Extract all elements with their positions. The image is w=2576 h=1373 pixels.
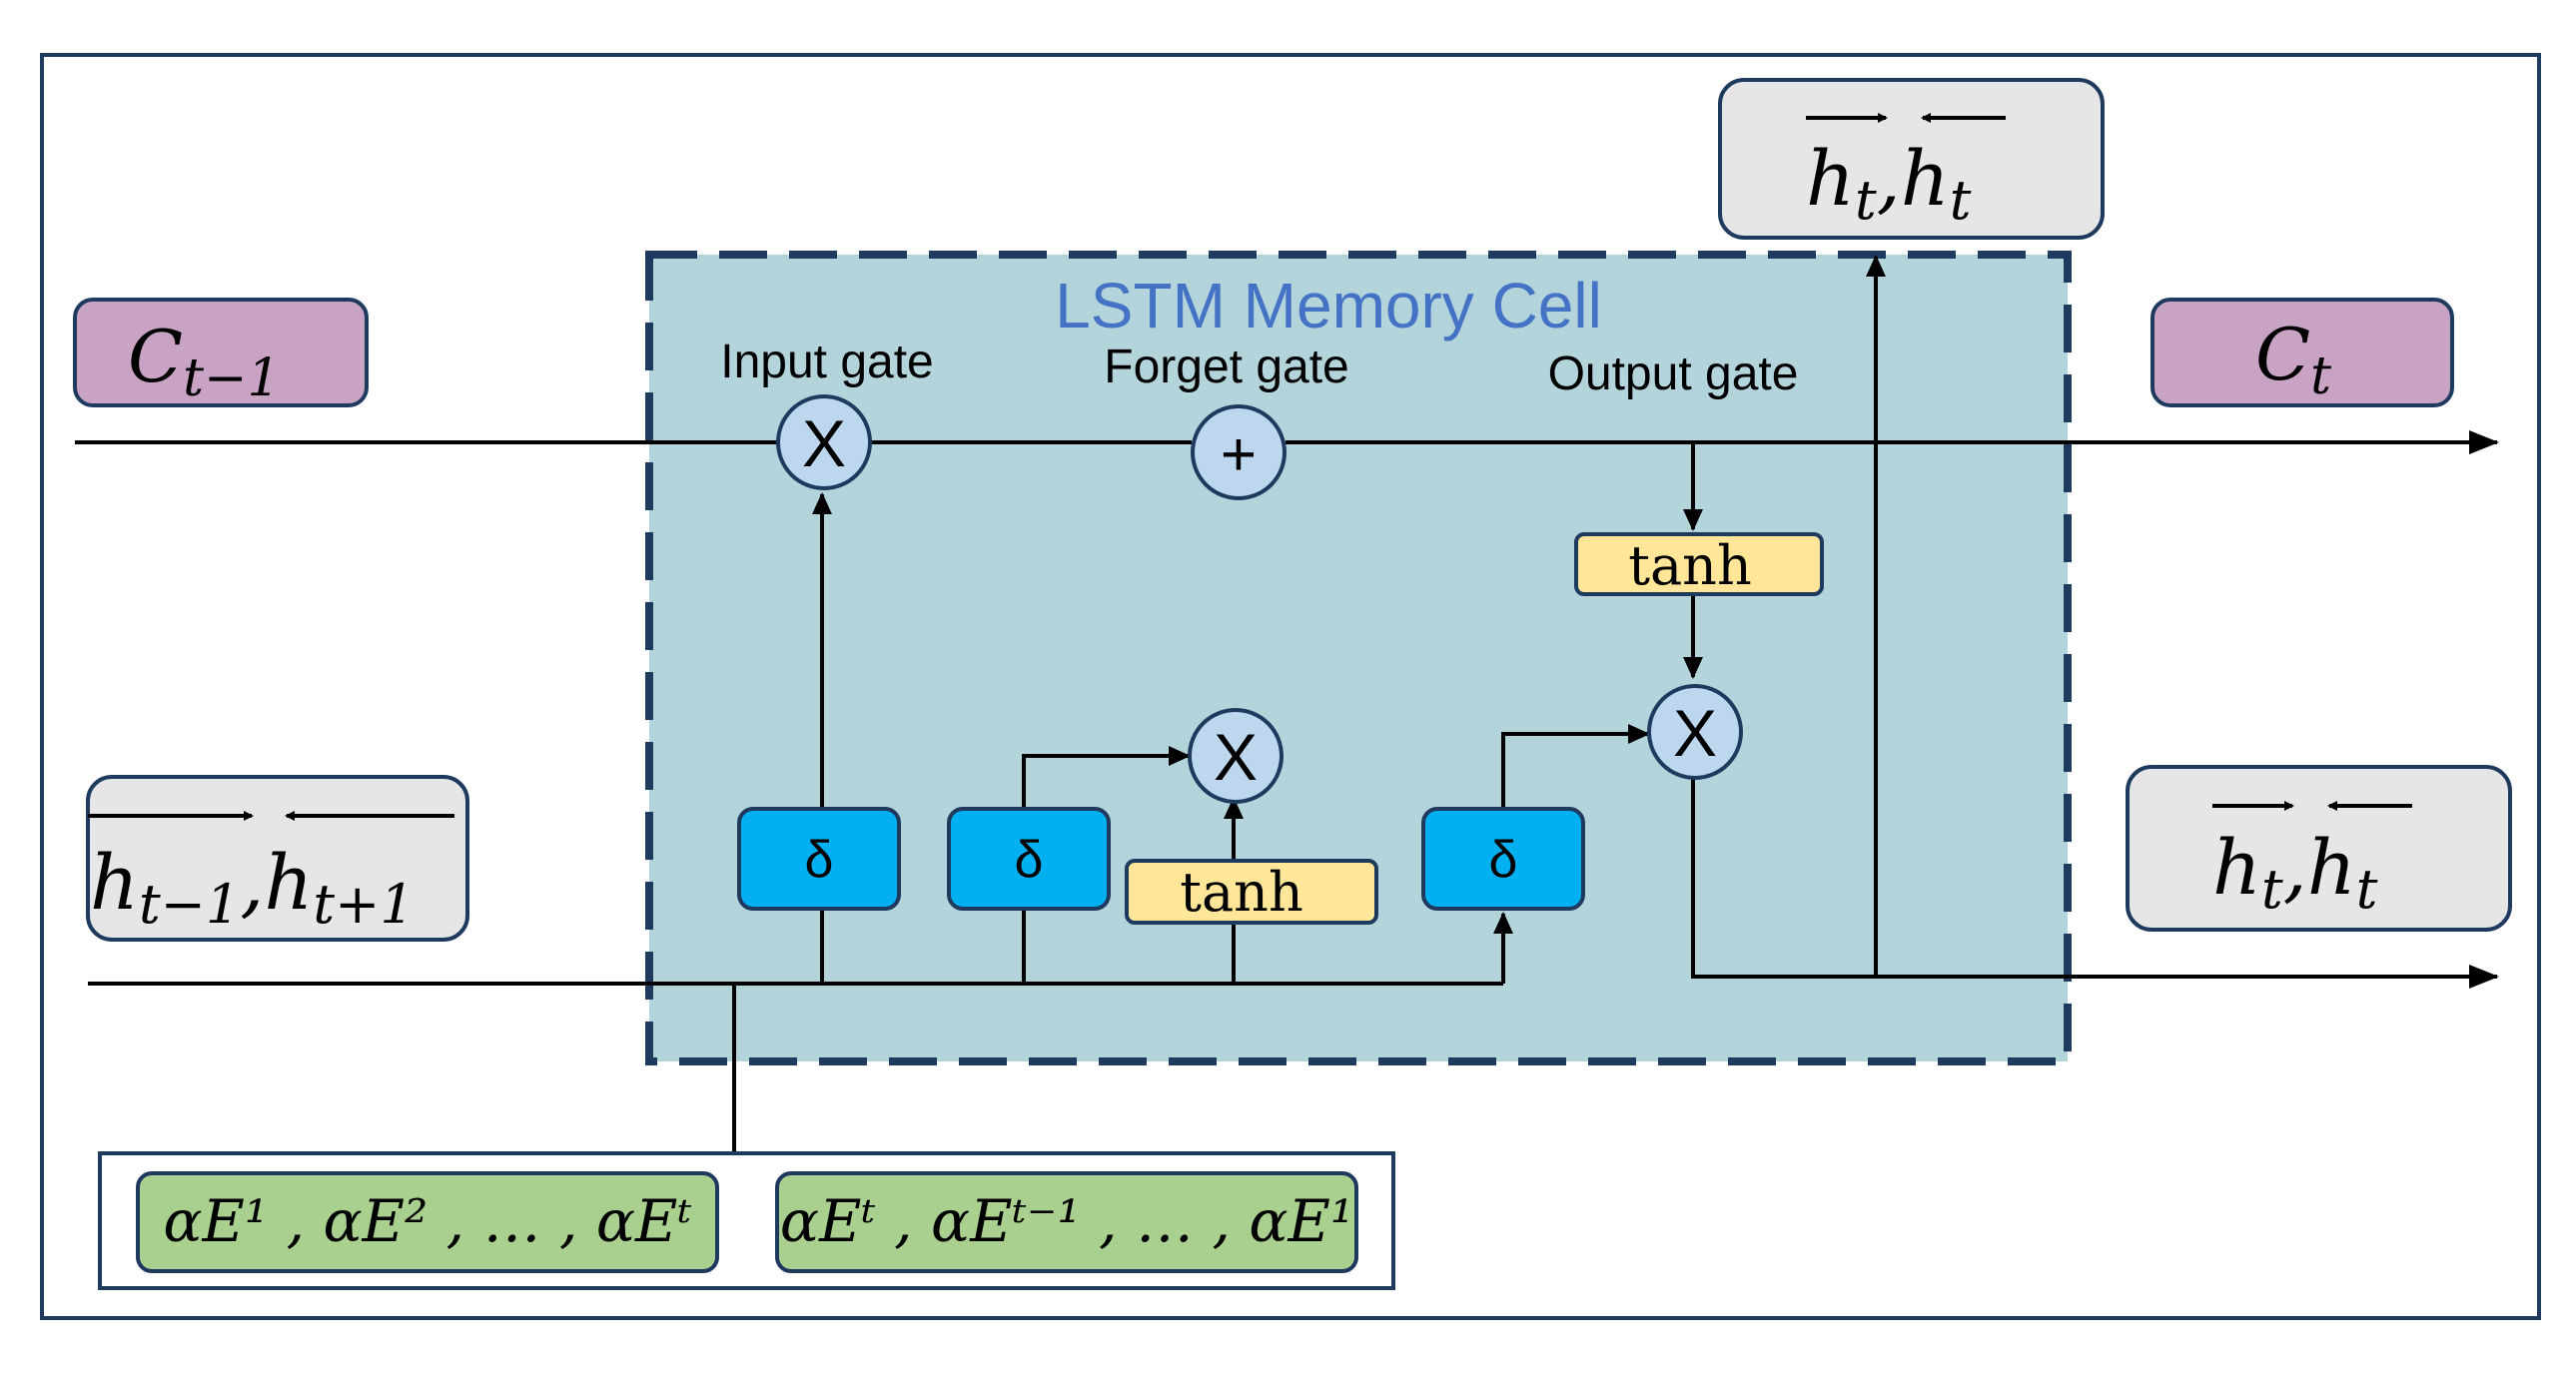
svg-text:ht−1,ht+1: ht−1,ht+1: [90, 838, 415, 936]
h-prev-sub1: t−1: [139, 873, 240, 936]
c-next-sub: t: [2310, 346, 2331, 406]
svg-text:ht,ht: ht,ht: [2212, 823, 2378, 921]
c-next-box: Ct: [2150, 298, 2454, 407]
output-gate-label: Output gate: [1548, 347, 1799, 400]
embeddings-backward-text: αEᵗ , αEᵗ⁻¹ , … , αE¹: [780, 1187, 1353, 1255]
h-right-sub1: t: [2261, 858, 2283, 921]
h-top-sub2: t: [1950, 169, 1972, 232]
c-prev-box: Ct−1: [73, 298, 369, 408]
h-top-base2: h: [1901, 134, 1950, 223]
input-multiply-symbol: X: [802, 406, 846, 480]
lstm-cell-box: [645, 251, 2072, 1065]
h-right-box: ht,ht: [2126, 765, 2512, 932]
output-sigmoid-symbol: δ: [1489, 831, 1518, 889]
c-next-base: C: [2255, 313, 2310, 396]
forget-tanh-box: tanh: [1125, 859, 1378, 925]
c-prev-sub: t−1: [183, 348, 281, 408]
h-top-box: ht,ht: [1718, 78, 2105, 240]
h-prev-box: ht−1,ht+1: [86, 775, 469, 942]
h-prev-sub2: t+1: [313, 873, 414, 936]
h-prev-base2: h: [264, 838, 313, 927]
svg-text:Ct: Ct: [2255, 313, 2331, 406]
forget-add-symbol: +: [1221, 420, 1257, 489]
forget-sigmoid-box: δ: [947, 807, 1111, 911]
h-right-sub2: t: [2356, 858, 2378, 921]
input-multiply-node: X: [776, 394, 872, 490]
cell-title: LSTM Memory Cell: [1055, 270, 1602, 342]
svg-text:ht,ht: ht,ht: [1806, 134, 1972, 232]
h-prev-sep: ,: [240, 838, 264, 927]
output-tanh-box: tanh: [1574, 532, 1824, 597]
output-mult-to-hidden: [1691, 779, 2499, 989]
forget-multiply-symbol: X: [1214, 720, 1258, 794]
svg-text:Ct−1: Ct−1: [128, 315, 281, 408]
h-top-sub1: t: [1855, 169, 1877, 232]
forget-gate-label: Forget gate: [1104, 341, 1348, 393]
h-prev-base1: h: [90, 838, 139, 927]
output-tanh-label: tanh: [1628, 534, 1751, 597]
forget-sigmoid-to-mult: [1022, 746, 1191, 809]
input-gate-label: Input gate: [720, 336, 934, 388]
input-sigmoid-symbol: δ: [805, 831, 834, 889]
embeddings-forward-text: αE¹ , αE² , … , αEᵗ: [163, 1187, 691, 1255]
forget-multiply-node: X: [1188, 708, 1284, 804]
output-sigmoid-to-mult: [1501, 724, 1650, 809]
embeddings-forward-box: αE¹ , αE² , … , αEᵗ: [136, 1171, 719, 1273]
h-right-sep: ,: [2283, 823, 2307, 912]
output-sigmoid-box: δ: [1421, 807, 1585, 911]
forget-add-node: +: [1191, 404, 1287, 500]
h-right-base1: h: [2212, 823, 2261, 912]
forget-sigmoid-symbol: δ: [1015, 831, 1044, 889]
h-top-base1: h: [1806, 134, 1855, 223]
c-prev-base: C: [128, 315, 183, 398]
h-top-sep: ,: [1877, 134, 1901, 223]
embeddings-backward-box: αEᵗ , αEᵗ⁻¹ , … , αE¹: [775, 1171, 1358, 1273]
input-sigmoid-box: δ: [737, 807, 901, 911]
forget-tanh-label: tanh: [1180, 861, 1302, 924]
h-right-base2: h: [2307, 823, 2356, 912]
output-multiply-symbol: X: [1673, 696, 1717, 770]
output-multiply-node: X: [1647, 684, 1743, 780]
